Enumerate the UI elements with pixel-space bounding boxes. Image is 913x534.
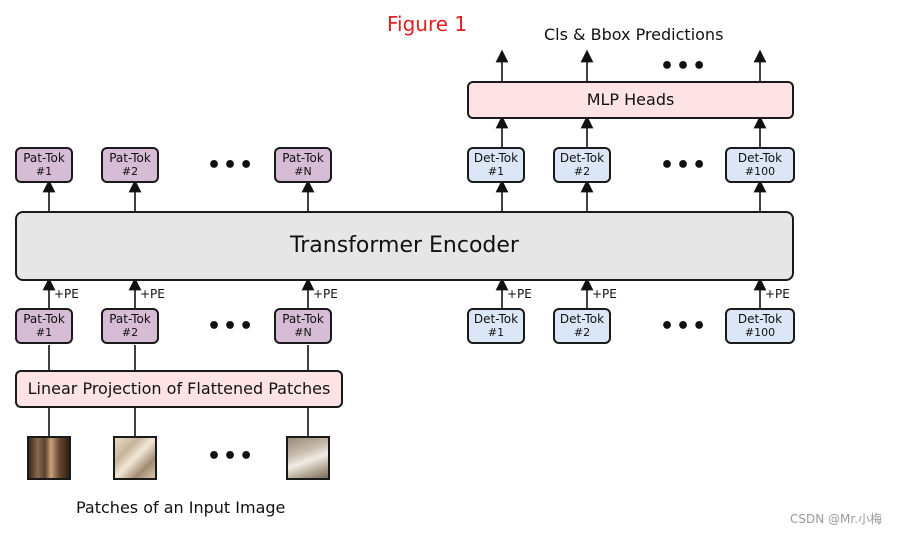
pe-label: +PE [313,287,338,301]
pat-token-top-n: Pat-Tok#N [274,147,332,183]
transformer-encoder-box: Transformer Encoder [15,211,794,281]
watermark: CSDN @Mr.小梅 [790,512,883,526]
token-index: #100 [744,326,776,339]
token-index: #1 [487,326,505,339]
det-token-bottom-2: Det-Tok#2 [553,308,611,344]
predictions-label: Cls & Bbox Predictions [544,25,724,44]
token-index: #N [294,165,312,178]
token-label: Pat-Tok [109,151,151,165]
token-index: #2 [121,326,139,339]
token-label: Pat-Tok [109,312,151,326]
token-index: #2 [573,165,591,178]
ellipsis-pat-top: ••• [207,153,256,178]
token-label: Det-Tok [559,151,605,165]
pe-label: +PE [507,287,532,301]
ellipsis-pat-bottom: ••• [207,314,256,339]
token-index: #1 [487,165,505,178]
token-index: #1 [35,165,53,178]
pat-token-top-1: Pat-Tok#1 [15,147,73,183]
token-label: Pat-Tok [23,151,65,165]
det-token-top-1: Det-Tok#1 [467,147,525,183]
token-label: Pat-Tok [282,151,324,165]
pat-token-bottom-1: Pat-Tok#1 [15,308,73,344]
token-label: Pat-Tok [23,312,65,326]
image-patch-thumbnail [286,436,330,480]
patches-caption: Patches of an Input Image [76,498,286,517]
det-token-bottom-1: Det-Tok#1 [467,308,525,344]
token-index: #N [294,326,312,339]
pe-label: +PE [765,287,790,301]
ellipsis-patches: ••• [207,444,256,469]
pat-token-bottom-n: Pat-Tok#N [274,308,332,344]
pat-token-top-2: Pat-Tok#2 [101,147,159,183]
linear-projection-box: Linear Projection of Flattened Patches [15,370,343,408]
det-token-bottom-100: Det-Tok#100 [725,308,795,344]
image-patch-thumbnail [113,436,157,480]
token-label: Det-Tok [473,151,519,165]
pe-label: +PE [592,287,617,301]
pat-token-bottom-2: Pat-Tok#2 [101,308,159,344]
figure-title: Figure 1 [387,12,468,36]
pe-label: +PE [140,287,165,301]
token-index: #2 [121,165,139,178]
pe-label: +PE [54,287,79,301]
ellipsis-det-bottom: ••• [660,314,709,339]
token-index: #2 [573,326,591,339]
ellipsis-det-top: ••• [660,153,709,178]
token-index: #100 [744,165,776,178]
token-label: Det-Tok [737,151,783,165]
token-label: Det-Tok [559,312,605,326]
mlp-heads-box: MLP Heads [467,81,794,119]
token-index: #1 [35,326,53,339]
token-label: Pat-Tok [282,312,324,326]
ellipsis-predictions: ••• [660,54,709,79]
det-token-top-100: Det-Tok#100 [725,147,795,183]
det-token-top-2: Det-Tok#2 [553,147,611,183]
token-label: Det-Tok [473,312,519,326]
token-label: Det-Tok [737,312,783,326]
image-patch-thumbnail [27,436,71,480]
